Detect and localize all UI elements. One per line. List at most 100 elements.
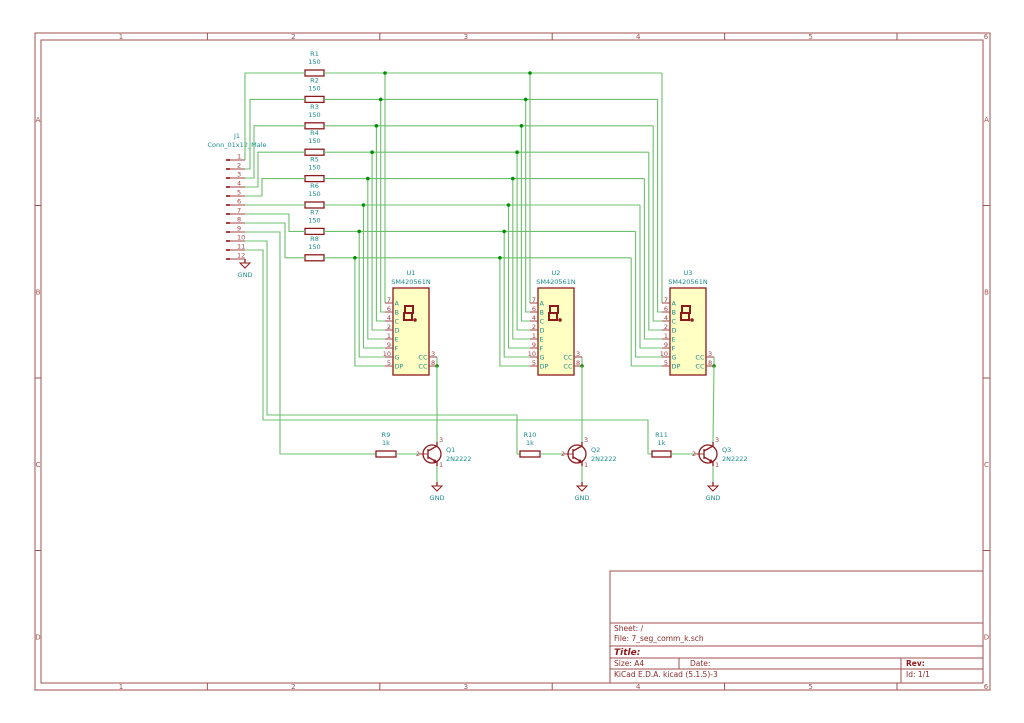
seven-segment-icon xyxy=(403,305,417,322)
resistor-ref: R4 xyxy=(310,129,319,137)
junction-dot xyxy=(353,255,357,260)
wire-segment-5 xyxy=(362,205,385,349)
transistor-pin-number: 2 xyxy=(561,450,565,458)
connector-pin-end xyxy=(226,240,230,242)
connector-pin-number: 2 xyxy=(237,162,241,170)
resistor-ref: R3 xyxy=(310,103,319,111)
junction-dot xyxy=(515,150,519,154)
display-pin-name: C xyxy=(672,318,677,326)
frame-row-label: C xyxy=(36,461,41,469)
resistor-value: 150 xyxy=(308,137,320,145)
frame-column-label: 5 xyxy=(808,33,812,41)
frame-column-label: 2 xyxy=(291,683,295,691)
connector-pin-number: 3 xyxy=(237,171,241,179)
wire-segment-6 xyxy=(503,231,530,358)
junction-dot xyxy=(511,176,515,181)
frame-column-label: 1 xyxy=(119,683,123,691)
segment-bottom xyxy=(680,312,690,321)
connector-pin-number: 5 xyxy=(237,189,241,197)
resistor-ref: R9 xyxy=(382,431,391,439)
display-pin-number: 10 xyxy=(528,350,536,358)
resistor-body xyxy=(304,122,325,130)
junction-dot xyxy=(498,255,502,260)
wire-segment-6 xyxy=(635,231,662,358)
display-pin-number: 8 xyxy=(576,359,580,367)
wire-net xyxy=(245,222,305,259)
rev-label: Rev: xyxy=(906,659,925,668)
junction-dot xyxy=(378,97,383,102)
wire-net xyxy=(245,240,520,455)
junction-dot xyxy=(383,71,387,75)
wire-segment-5 xyxy=(639,205,662,349)
display-pin-number: 7 xyxy=(664,296,668,304)
date-label: Date: xyxy=(690,659,710,668)
frame-column-label: 4 xyxy=(636,683,641,691)
frame-row-label: A xyxy=(36,116,41,124)
transistor-pin-number: 1 xyxy=(584,461,588,469)
frame-column-label: 1 xyxy=(119,33,123,41)
wire-segment-2 xyxy=(520,125,530,322)
transistor-pin-number: 1 xyxy=(715,461,719,469)
wire-segment-3 xyxy=(371,152,385,331)
resistor-body xyxy=(304,174,325,183)
resistor-body xyxy=(304,201,325,209)
connector-pin-end xyxy=(226,204,230,206)
transistor-value: 2N2222 xyxy=(722,455,748,463)
wire-net xyxy=(244,72,305,160)
display-pin-number: 9 xyxy=(664,341,668,349)
display-pin-name: E xyxy=(540,336,544,344)
frame-row-label: C xyxy=(984,461,989,469)
id-label: Id: 1/1 xyxy=(906,670,930,679)
display-pin-number: 8 xyxy=(708,359,712,367)
wire-segment-2 xyxy=(375,125,385,322)
transistor-pin-number: 3 xyxy=(439,436,443,444)
resistor-body xyxy=(304,254,325,262)
wire-net xyxy=(245,98,305,170)
transistor-collector xyxy=(427,442,438,452)
segment-dp xyxy=(413,318,417,322)
connector-ref: J1 xyxy=(233,132,240,140)
display-pin-name: F xyxy=(395,345,399,353)
display-body xyxy=(537,287,575,376)
junction-dot xyxy=(357,229,362,234)
display-pin-number: 7 xyxy=(387,296,391,304)
resistor-value: 1k xyxy=(526,439,534,447)
display-pin-number: 5 xyxy=(664,359,668,367)
resistor-value: 150 xyxy=(308,216,320,224)
display-pin-number: 1 xyxy=(532,332,536,340)
wire-segment-4 xyxy=(512,178,530,340)
display-pin-name: B xyxy=(672,309,676,317)
display-pin-name: C xyxy=(395,318,400,326)
connector-pin-end xyxy=(226,186,230,188)
junction-dot xyxy=(366,176,370,181)
junction-dot xyxy=(523,97,528,102)
display-pin-name: A xyxy=(540,300,545,308)
transistor-ref: Q1 xyxy=(446,446,455,454)
junction-dot xyxy=(506,203,511,207)
wire-segment-1 xyxy=(380,99,385,313)
connector-pin-end xyxy=(226,249,230,251)
title-label: Title: xyxy=(614,648,640,658)
display-pin-number: 9 xyxy=(387,341,391,349)
wire-net xyxy=(245,231,376,455)
connector-pin-end xyxy=(226,258,230,260)
transistor-npn-icon xyxy=(567,444,587,464)
frame-row-label: B xyxy=(984,289,989,297)
wire-net xyxy=(245,125,305,179)
transistor-npn-icon xyxy=(698,444,718,464)
display-pin-name: A xyxy=(395,300,400,308)
connector-pin-end xyxy=(226,159,230,161)
display-pin-number: 9 xyxy=(532,341,536,349)
connector-pin-end xyxy=(226,222,230,224)
gnd-icon xyxy=(575,485,589,492)
transistor-collector xyxy=(703,442,714,452)
resistor-value: 150 xyxy=(308,84,320,92)
display-pin-number: 3 xyxy=(576,350,580,358)
display-pin-name: D xyxy=(395,327,400,335)
display-pin-number: 4 xyxy=(532,314,536,322)
display-pin-name: CC xyxy=(695,354,705,362)
